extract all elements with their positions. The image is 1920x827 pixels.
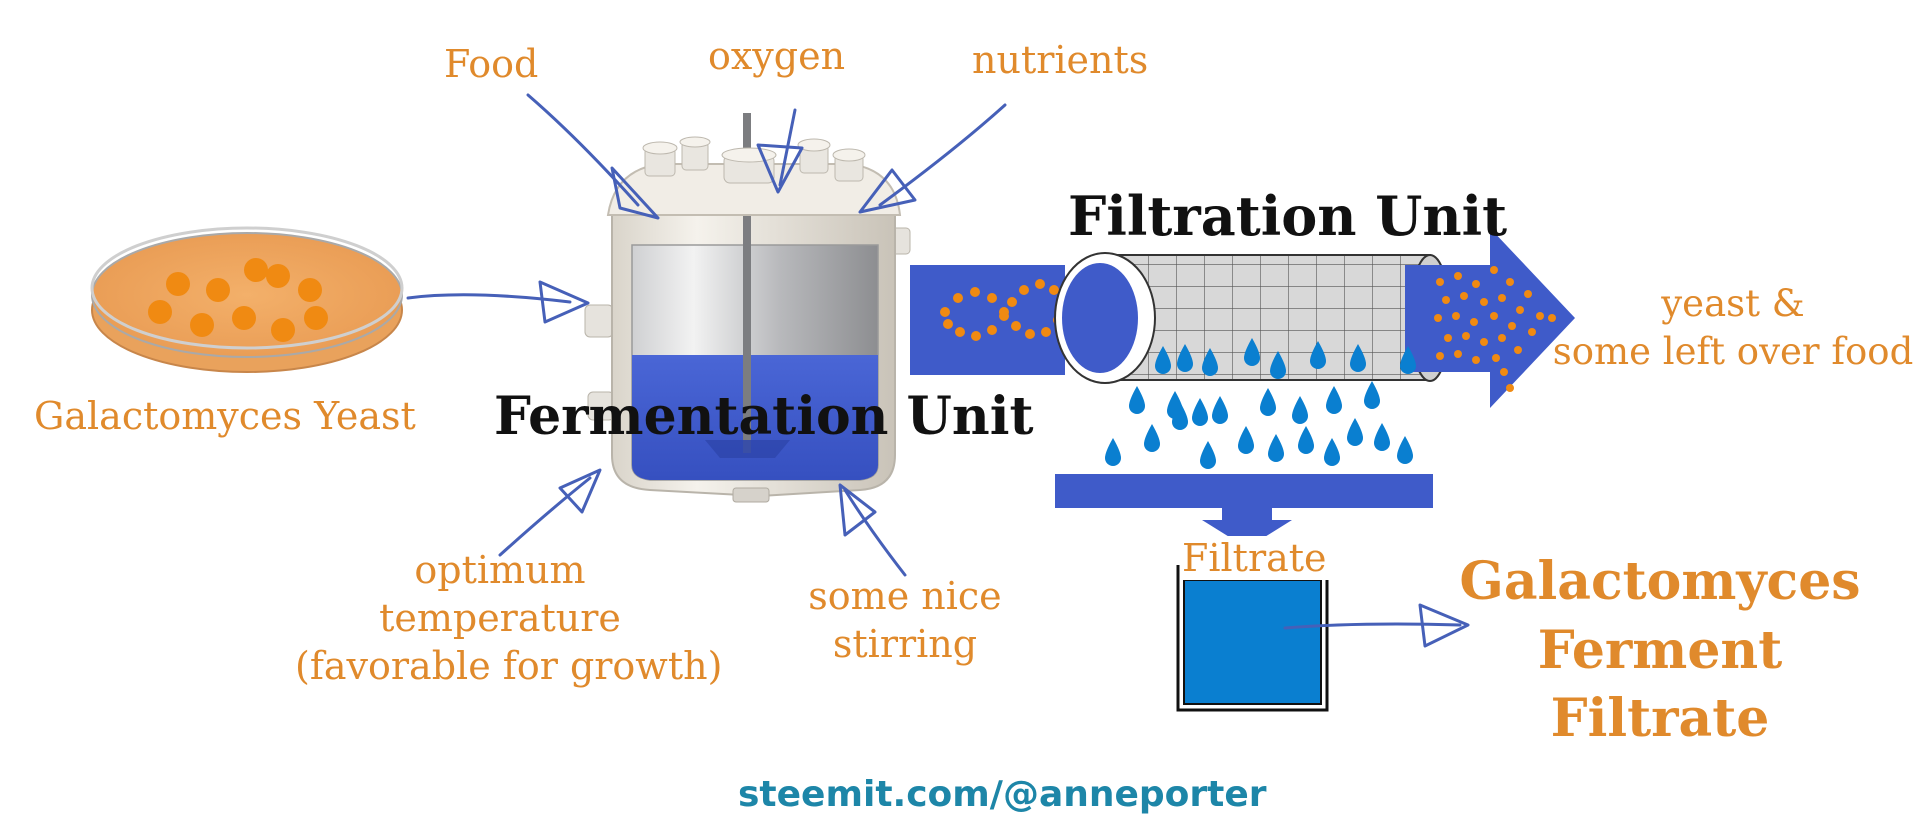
temperature-line-3: (favorable for growth): [295, 644, 723, 688]
retentate-label: yeast & some left over food: [1548, 280, 1918, 376]
stirring-line-2: stirring: [832, 622, 978, 666]
yeast-source-label: Galactomyces Yeast: [34, 394, 416, 438]
product-line-1: Galactomyces: [1459, 551, 1861, 612]
product-line-2: Ferment: [1537, 619, 1783, 681]
food-label: Food: [444, 42, 539, 86]
retentate-line-2: some left over food: [1552, 330, 1914, 373]
input-arrows: [406, 93, 1470, 648]
nutrients-label: nutrients: [972, 38, 1149, 82]
temperature-label: optimum temperature (favorable for growt…: [295, 546, 723, 690]
bioreactor-icon: [584, 113, 911, 503]
droplet-icon: [1105, 338, 1416, 469]
filtrate-beaker-icon: [1176, 565, 1329, 712]
filter-cylinder-icon: [1054, 252, 1451, 384]
stirring-line-1: some nice: [808, 574, 1002, 618]
petri-dish-icon: [90, 226, 404, 373]
temperature-line-2: temperature: [379, 596, 621, 640]
filtration-unit-title: Filtration Unit: [1068, 184, 1508, 248]
retentate-line-1: yeast &: [1661, 282, 1805, 325]
product-label: Galactomyces Ferment Filtrate: [1440, 548, 1880, 754]
footer-credit: steemit.com/@anneporter: [738, 774, 1267, 815]
temperature-line-1: optimum: [414, 548, 586, 592]
retentate-arrow: [1405, 228, 1575, 408]
filtrate-label: Filtrate: [1180, 536, 1329, 580]
fermentation-unit-title: Fermentation Unit: [494, 386, 1034, 447]
collection-tray: [1055, 474, 1433, 548]
stirring-label: some nice stirring: [795, 572, 1015, 668]
oxygen-label: oxygen: [708, 34, 846, 78]
filter-inlet: [910, 265, 1067, 375]
product-line-3: Filtrate: [1550, 688, 1770, 750]
